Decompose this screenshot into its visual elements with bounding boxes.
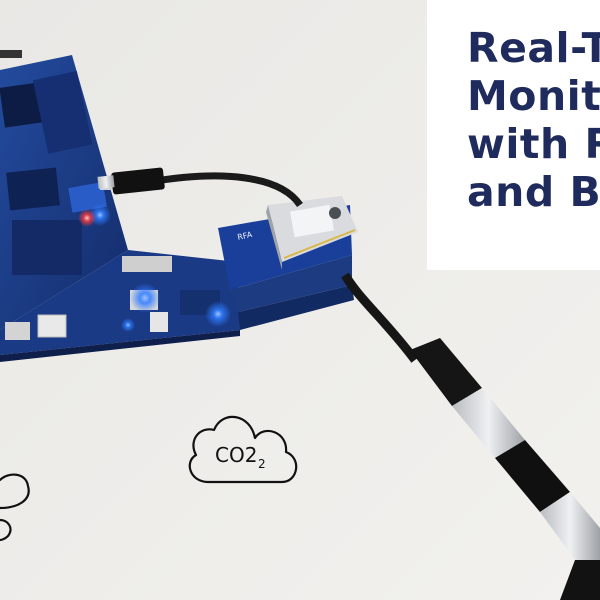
headline: Real-T Monit with R and B [467, 24, 600, 216]
headline-line-2: Monit [467, 72, 600, 120]
development-board [0, 50, 240, 362]
usb-cable-upper [149, 172, 303, 208]
co2-main-label: CO2 [215, 443, 257, 467]
svg-text:RFA: RFA [237, 230, 254, 242]
usb-adapter [410, 338, 600, 600]
wind-cloud-icon [0, 473, 30, 542]
headline-line-3: with R [467, 120, 600, 168]
co2-cloud-icon [188, 415, 298, 484]
headline-line-1: Real-T [467, 24, 600, 72]
headline-panel: Real-T Monit with R and B [427, 0, 600, 270]
usb-cable-lower [341, 272, 419, 363]
led-lights [78, 204, 231, 332]
headline-line-4: and B [467, 168, 600, 216]
co2-sensor-module [266, 196, 358, 270]
co2-sub-label: 2 [258, 457, 266, 471]
sensor-shield: RFA [218, 196, 358, 330]
